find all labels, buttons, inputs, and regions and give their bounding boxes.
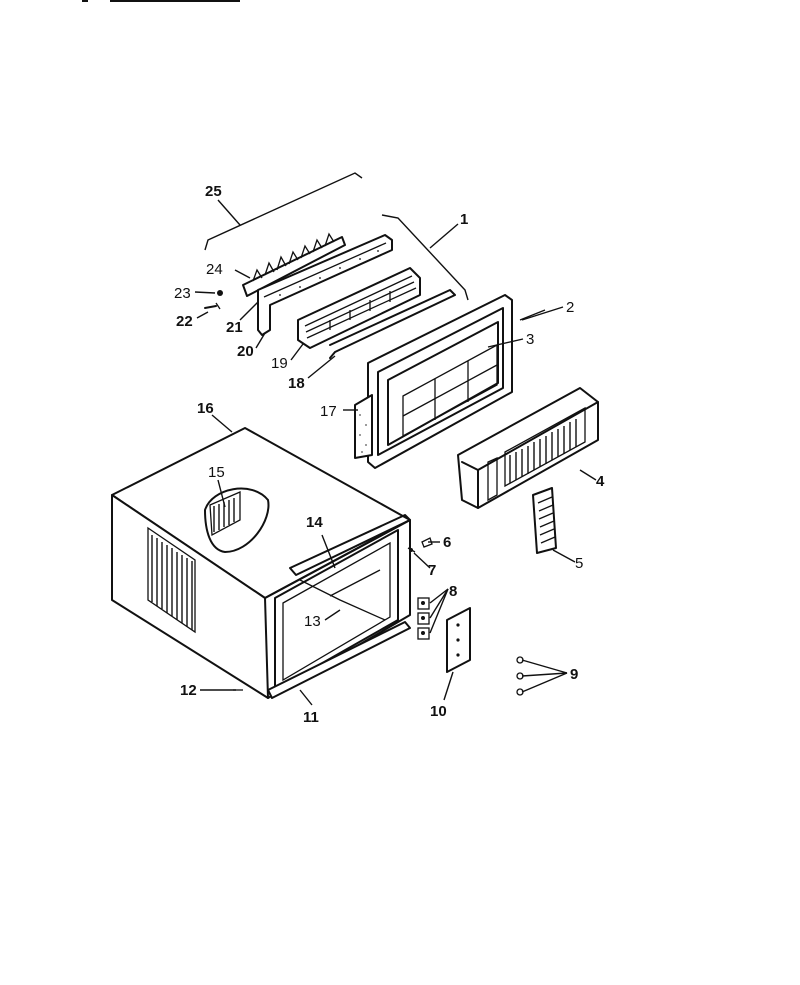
callout-12: 12 (180, 682, 197, 699)
clip-part-6 (421, 537, 433, 548)
front-grille-part-4 (457, 387, 599, 509)
louver-grille-part-19 (297, 267, 421, 349)
callout-21: 21 (226, 319, 243, 336)
callout-1: 1 (460, 211, 468, 228)
callout-22: 22 (176, 313, 193, 330)
top-rail-part-14 (289, 514, 411, 576)
assembly-bracket-1 (381, 214, 469, 301)
internal-grille-part-15 (209, 491, 241, 537)
callout-4: 4 (596, 473, 605, 490)
clip-part-23 (217, 290, 223, 296)
screw-part-7 (407, 547, 416, 553)
callout-18: 18 (288, 375, 305, 392)
front-panel-part-3 (367, 294, 513, 469)
leader-lines (194, 269, 597, 706)
louver-blades-part-24 (242, 232, 346, 297)
callout-17: 17 (320, 403, 337, 420)
callout-19: 19 (271, 355, 288, 372)
callout-9: 9 (570, 666, 578, 683)
callout-10: 10 (430, 703, 447, 720)
callout-7: 7 (428, 562, 436, 579)
callout-15: 15 (208, 464, 225, 481)
vertical-louver-part-5 (532, 487, 557, 554)
gasket-part-18 (329, 289, 456, 359)
header-remnant (82, 0, 240, 2)
callout-20: 20 (237, 343, 254, 360)
callout-16: 16 (197, 400, 214, 417)
cabinet-part-16 (111, 427, 411, 699)
callout-6: 6 (443, 534, 451, 551)
callout-24: 24 (206, 261, 223, 278)
knobs-part-8 (417, 597, 430, 640)
callout-labels: 25 1 24 23 22 21 20 19 18 2 3 16 17 15 4… (174, 183, 605, 726)
callout-11: 11 (303, 709, 319, 726)
callout-25: 25 (205, 183, 222, 200)
callout-5: 5 (575, 555, 583, 572)
callout-14: 14 (306, 514, 323, 531)
louver-frame-part-21 (257, 234, 393, 336)
assembly-bracket-25 (204, 172, 363, 251)
filter-part-17 (354, 394, 373, 459)
bottom-rail-part-11 (267, 621, 411, 699)
control-panel-part-10 (446, 607, 471, 673)
gasket-strip-part-2 (519, 309, 546, 321)
callout-23: 23 (174, 285, 191, 302)
callout-8: 8 (449, 583, 457, 600)
callout-2: 2 (566, 299, 574, 316)
callout-3: 3 (526, 331, 534, 348)
screw-part-22 (204, 302, 221, 310)
callout-13: 13 (304, 613, 321, 630)
